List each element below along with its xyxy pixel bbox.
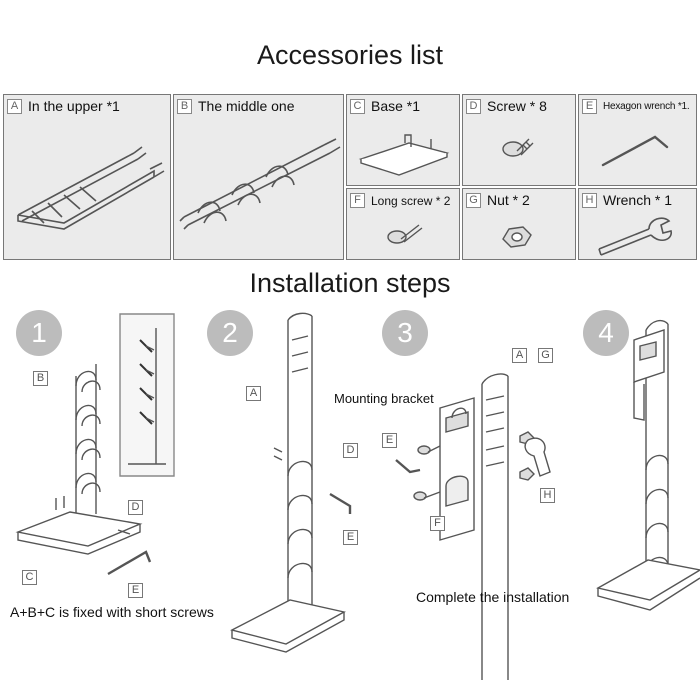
step-4-stand	[596, 319, 700, 611]
accessory-label-b: The middle one	[198, 98, 295, 114]
accessory-label-d: Screw * 8	[487, 98, 547, 114]
accessory-cell-a: A In the upper *1	[3, 94, 171, 260]
accessory-cell-f: F Long screw * 2	[346, 188, 460, 260]
step-1-caption: A+B+C is fixed with short screws	[10, 604, 214, 620]
step-2-stand	[230, 312, 352, 653]
wrench-icon	[598, 217, 672, 256]
accessory-letter-f: F	[350, 193, 365, 208]
accessory-label-c: Base *1	[371, 98, 421, 114]
accessory-letter-d: D	[466, 99, 481, 114]
installation-steps-illustration	[15, 312, 700, 680]
step-3-number: 3	[382, 310, 428, 356]
accessory-cell-b: B The middle one	[173, 94, 344, 260]
step-1-letter-b: B	[33, 371, 48, 386]
step-3-letter-g: G	[538, 348, 553, 363]
step-4-number: 4	[583, 310, 629, 356]
accessory-label-h: Wrench * 1	[603, 192, 672, 208]
step-1-number: 1	[16, 310, 62, 356]
hexagon-wrench-icon	[601, 135, 669, 167]
step-1-letter-d: D	[128, 500, 143, 515]
step-2-letter-a: A	[246, 386, 261, 401]
step-3-letter-f: F	[430, 516, 445, 531]
accessory-cell-e: E Hexagon wrench *1.	[578, 94, 697, 186]
middle-frame-icon	[179, 138, 341, 230]
step-3-letter-a: A	[512, 348, 527, 363]
upper-frame-icon	[17, 146, 165, 230]
accessory-label-f: Long screw * 2	[371, 194, 451, 208]
long-screw-icon	[387, 224, 423, 244]
step-1-detail-box	[119, 313, 175, 477]
accessory-letter-g: G	[466, 193, 481, 208]
accessory-letter-a: A	[7, 99, 22, 114]
mounting-bracket-callout: Mounting bracket	[334, 391, 434, 406]
accessory-letter-c: C	[350, 99, 365, 114]
step-3-letter-e: E	[382, 433, 397, 448]
accessory-letter-h: H	[582, 193, 597, 208]
accessory-cell-g: G Nut * 2	[462, 188, 576, 260]
mounting-bracket	[439, 397, 475, 541]
step-1-letter-e: E	[128, 583, 143, 598]
accessory-letter-e: E	[582, 99, 597, 114]
step-1-letter-c: C	[22, 570, 37, 585]
accessories-title: Accessories list	[256, 40, 444, 70]
accessory-cell-c: C Base *1	[346, 94, 460, 186]
base-plate-icon	[358, 134, 450, 176]
accessory-label-a: In the upper *1	[28, 98, 120, 114]
step-3-letter-h: H	[540, 488, 555, 503]
accessory-letter-b: B	[177, 99, 192, 114]
step-3-caption: Complete the installation	[416, 589, 570, 605]
step-3-frame	[481, 373, 509, 680]
installation-title: Installation steps	[249, 268, 451, 298]
step-2-letter-e: E	[343, 530, 358, 545]
nut-icon	[502, 226, 532, 248]
screw-icon	[502, 138, 534, 157]
step-2-number: 2	[207, 310, 253, 356]
step-1-frame	[15, 364, 143, 555]
step-2-letter-d: D	[343, 443, 358, 458]
accessory-label-e: Hexagon wrench *1.	[603, 101, 690, 112]
accessory-cell-h: H Wrench * 1	[578, 188, 697, 260]
accessory-label-g: Nut * 2	[487, 192, 530, 208]
accessory-cell-d: D Screw * 8	[462, 94, 576, 186]
